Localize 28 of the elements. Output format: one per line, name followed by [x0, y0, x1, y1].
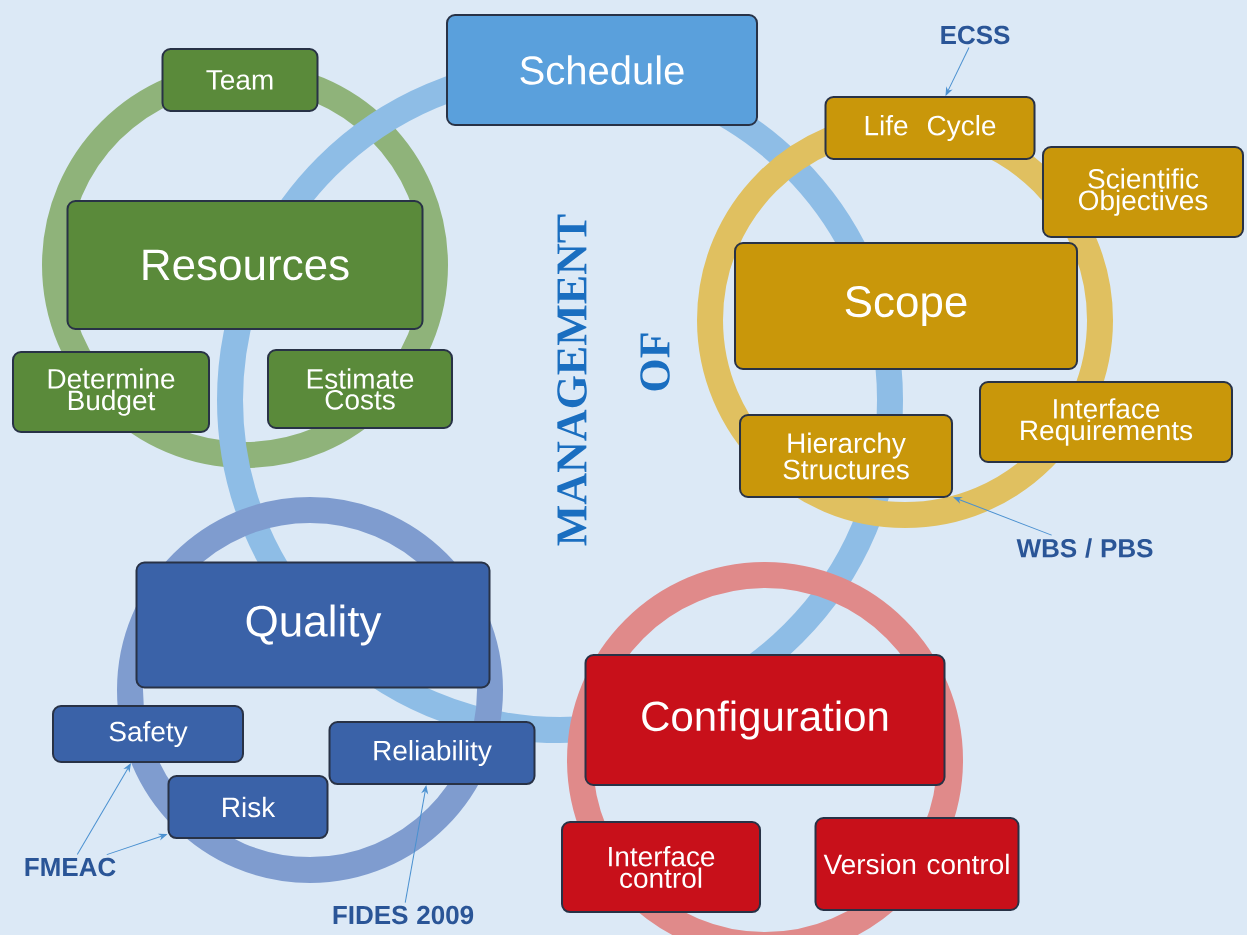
process-box: Risk — [167, 775, 329, 839]
rotated-heading: MANAGEMENT — [557, 214, 587, 546]
note-text: FIDES 2009 — [333, 905, 474, 925]
leader-line — [106, 833, 167, 856]
process-box: Scope — [734, 242, 1078, 370]
process-box: Resources — [66, 200, 424, 330]
leader-line — [945, 46, 970, 96]
process-box: Life Cycle — [824, 96, 1036, 160]
process-box: Version control — [814, 817, 1020, 911]
process-box: Quality — [135, 561, 491, 689]
process-box: Interface Requirements — [979, 381, 1233, 463]
note-text: WBS / PBS — [1016, 538, 1153, 558]
process-box: Determine Budget — [12, 351, 210, 433]
process-box: Scientific Objectives — [1042, 146, 1244, 238]
process-box: Configuration — [584, 654, 946, 786]
leader-line — [953, 497, 1053, 536]
process-box: Schedule — [446, 14, 758, 126]
process-box: Interface control — [561, 821, 761, 913]
leader-line — [76, 763, 131, 856]
note-text: FMEAC — [25, 857, 116, 877]
process-box: Reliability — [328, 721, 536, 785]
note-text: ECSS — [941, 25, 1010, 45]
leader-line — [404, 785, 428, 904]
process-box: Estimate Costs — [267, 349, 453, 429]
process-box: Team — [161, 48, 319, 112]
process-box: Hierarchy Structures — [739, 414, 953, 498]
process-box: Safety — [52, 705, 244, 763]
rotated-heading: OF — [640, 333, 670, 391]
